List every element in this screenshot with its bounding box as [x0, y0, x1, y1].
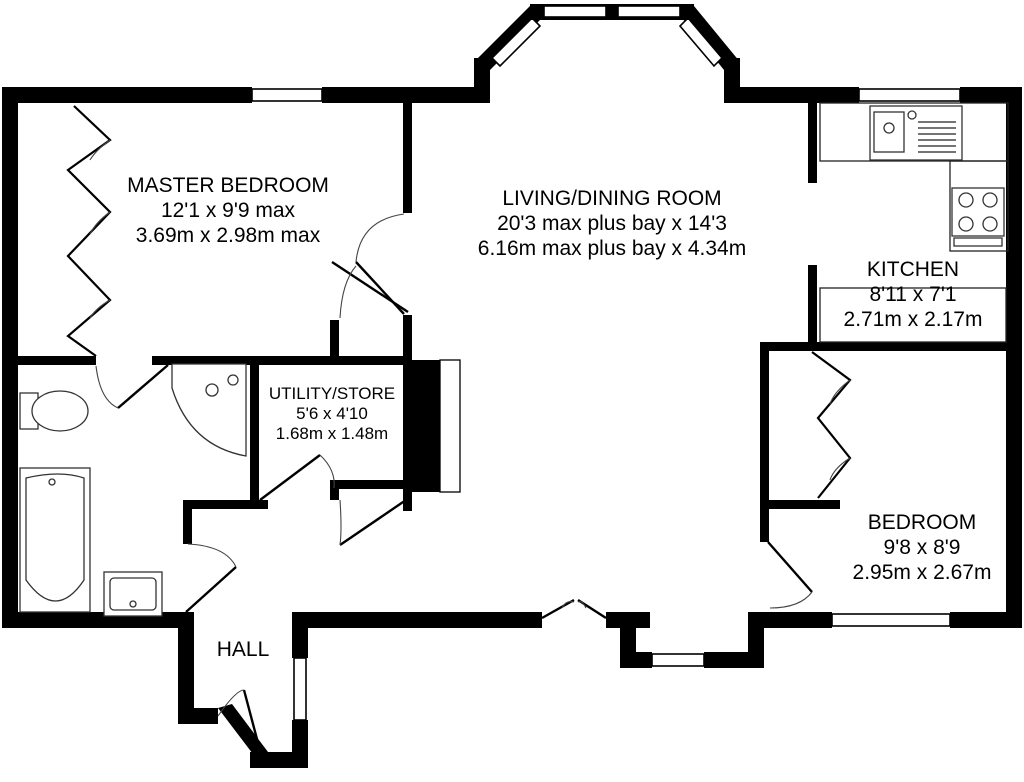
bathroom-fixtures	[19, 363, 247, 617]
kitchen-fixtures	[819, 102, 1009, 343]
bedroom-size-metric: 2.95m x 2.67m	[852, 560, 992, 584]
interior-walls	[18, 103, 1008, 544]
kitchen-label: KITCHEN 8'11 x 7'1 2.71m x 2.17m	[844, 258, 983, 332]
living-dining-name: LIVING/DINING ROOM	[502, 187, 722, 210]
bedroom-label: BEDROOM 9'8 x 8'9 2.95m x 2.67m	[853, 511, 992, 585]
utility-store-label: UTILITY/STORE 5'6 x 4'10 1.68m x 1.48m	[269, 384, 395, 444]
bedroom-size-imperial: 9'8 x 8'9	[883, 535, 961, 559]
bay-window-top	[474, 4, 740, 70]
doors	[95, 213, 813, 620]
exterior-walls	[2, 58, 1022, 768]
utility-store-name: UTILITY/STORE	[268, 384, 396, 403]
wardrobes	[66, 105, 852, 499]
hall-name: HALL	[216, 638, 270, 661]
hall-label: HALL	[217, 638, 270, 663]
utility-store-size-imperial: 5'6 x 4'10	[296, 404, 368, 424]
master-bedroom-size-imperial: 12'1 x 9'9 max	[160, 198, 296, 222]
living-dining-size-metric: 6.16m max plus bay x 4.34m	[477, 236, 747, 260]
windows	[251, 88, 961, 721]
utility-store-size-metric: 1.68m x 1.48m	[275, 424, 389, 444]
master-bedroom-label: MASTER BEDROOM 12'1 x 9'9 max 3.69m x 2.…	[127, 174, 329, 248]
master-bedroom-size-metric: 3.69m x 2.98m max	[135, 223, 321, 247]
living-dining-size-imperial: 20'3 max plus bay x 14'3	[497, 211, 727, 235]
bedroom-name: BEDROOM	[867, 511, 977, 534]
kitchen-size-imperial: 8'11 x 7'1	[869, 282, 957, 306]
master-bedroom-name: MASTER BEDROOM	[127, 174, 329, 197]
living-dining-label: LIVING/DINING ROOM 20'3 max plus bay x 1…	[478, 187, 746, 261]
kitchen-name: KITCHEN	[866, 258, 960, 281]
entrance-door	[217, 689, 274, 766]
kitchen-size-metric: 2.71m x 2.17m	[843, 307, 983, 331]
